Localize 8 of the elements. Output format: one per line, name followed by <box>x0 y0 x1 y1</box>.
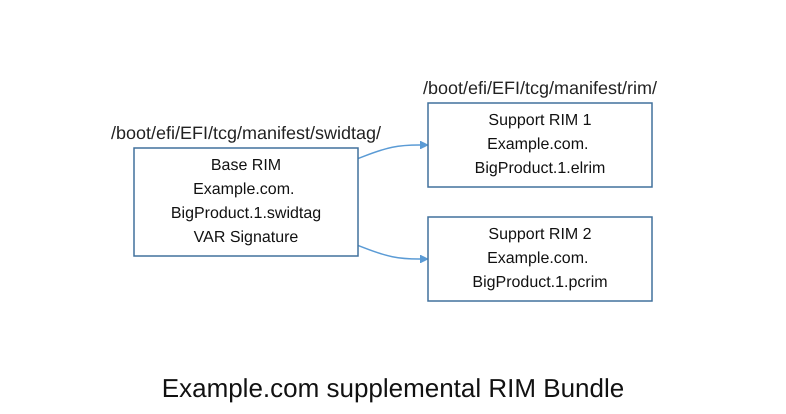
arrow <box>358 140 428 159</box>
node-box: Support RIM 1 Example.com. BigProduct.1.elrim <box>427 102 653 188</box>
node-box: Support RIM 2 Example.com. BigProduct.1.pcrim <box>427 216 653 302</box>
path-label: /boot/efi/EFI/tcg/manifest/rim/ <box>422 78 658 98</box>
path-label: /boot/efi/EFI/tcg/manifest/swidtag/ <box>110 122 382 144</box>
node-box: Base RIM Example.com. BigProduct.1.swidtag VAR Signature <box>133 146 359 256</box>
caption: Example.com supplemental RIM Bundle <box>162 372 624 405</box>
arrow <box>358 244 428 263</box>
